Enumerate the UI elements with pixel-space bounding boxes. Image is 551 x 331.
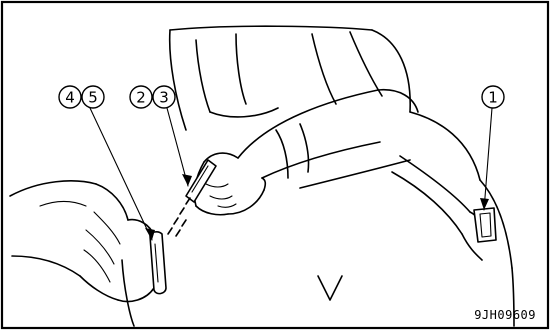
leader-lines (90, 108, 492, 240)
callout-3: 3 (153, 86, 175, 108)
callout-1-number: 1 (488, 89, 498, 107)
seat-back (170, 26, 410, 130)
callout-5-number: 5 (88, 89, 98, 107)
insertion-motion-marks (168, 198, 190, 236)
figure-code: 9JH09609 (474, 308, 536, 322)
callout-2-number: 2 (136, 89, 146, 107)
belt-buckle (474, 208, 496, 242)
callout-4-number: 4 (65, 89, 75, 107)
left-hand (10, 181, 159, 302)
callout-2: 2 (130, 86, 152, 108)
torso (122, 112, 514, 326)
callout-4: 4 (59, 86, 81, 108)
callout-1: 1 (482, 86, 504, 108)
callout-3-number: 3 (159, 89, 169, 107)
seat-belt-strap (392, 156, 482, 260)
buckle-receptacle (150, 232, 166, 294)
callout-5: 5 (82, 86, 104, 108)
